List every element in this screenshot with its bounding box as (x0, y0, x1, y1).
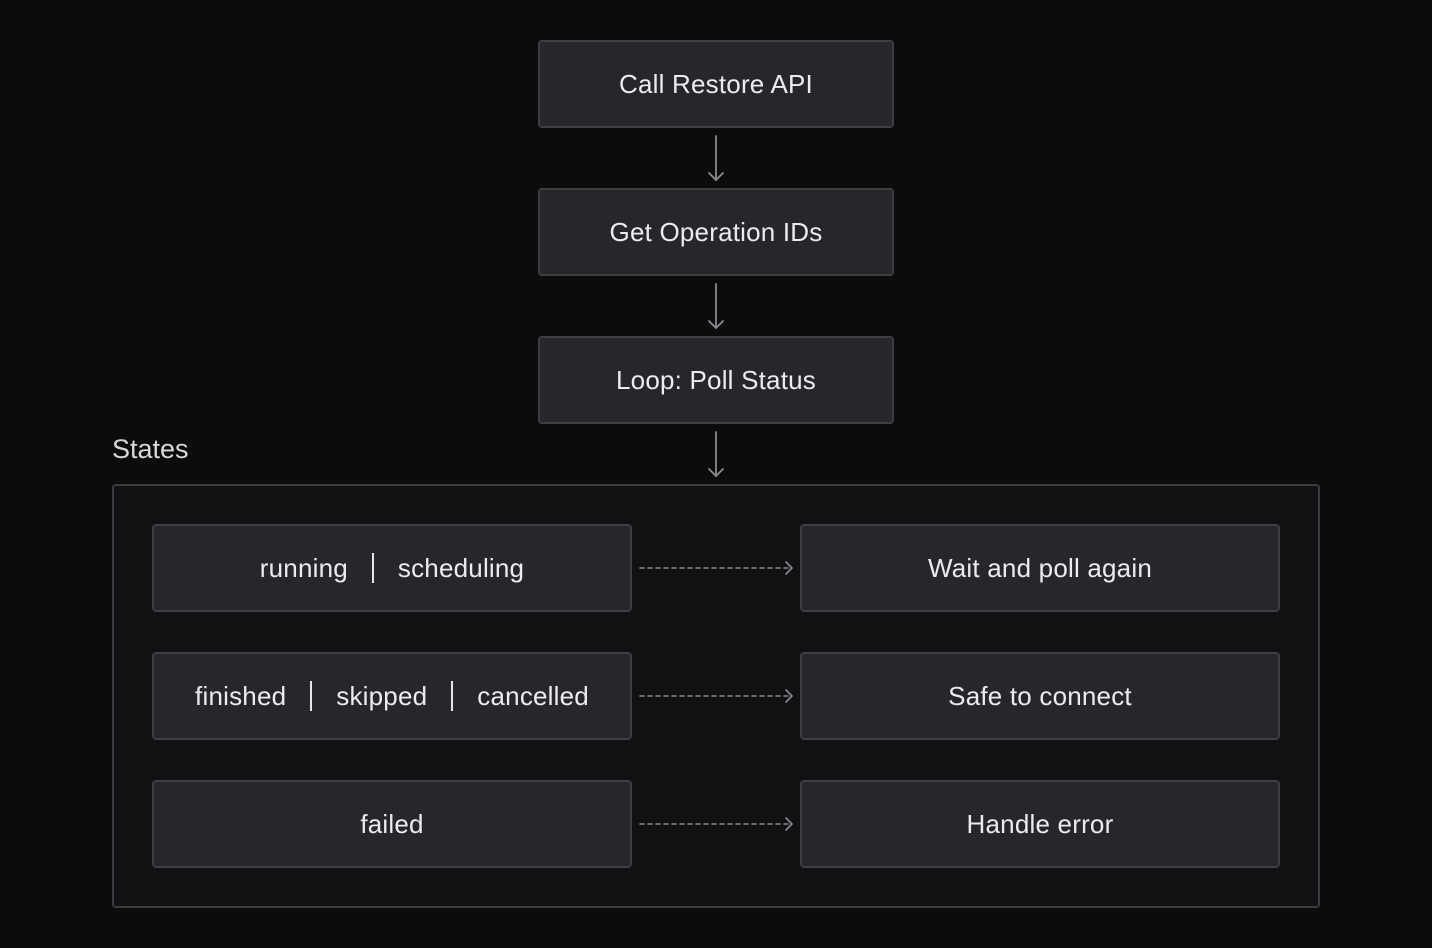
condition-finished: finished (195, 680, 287, 711)
outcome-wait-and-poll-again: Wait and poll again (800, 524, 1280, 612)
outcome-safe-to-connect: Safe to connect (800, 652, 1280, 740)
condition-running: running (259, 552, 348, 583)
condition-separator (371, 553, 374, 583)
state-conditions-finished-skipped-cancelled: finished skipped cancelled (152, 652, 632, 740)
arrow-down-3 (708, 431, 724, 477)
state-conditions-running-scheduling: running scheduling (152, 524, 632, 612)
state-conditions-failed: failed (152, 780, 632, 868)
outcome-handle-error-label: Handle error (966, 808, 1114, 839)
condition-cancelled: cancelled (477, 680, 589, 711)
step-call-restore-api-label: Call Restore API (619, 68, 813, 99)
outcome-wait-label: Wait and poll again (928, 552, 1152, 583)
step-get-operation-ids: Get Operation IDs (538, 188, 894, 276)
outcome-safe-label: Safe to connect (948, 680, 1132, 711)
step-get-operation-ids-label: Get Operation IDs (609, 216, 823, 247)
condition-separator (310, 681, 313, 711)
arrow-down-1 (708, 135, 724, 181)
step-loop-poll-status: Loop: Poll Status (538, 336, 894, 424)
condition-scheduling: scheduling (397, 552, 525, 583)
states-group-title: States (112, 434, 189, 464)
condition-skipped: skipped (336, 680, 428, 711)
condition-separator (451, 681, 454, 711)
step-loop-poll-status-label: Loop: Poll Status (616, 364, 816, 395)
arrow-down-2 (708, 283, 724, 329)
outcome-handle-error: Handle error (800, 780, 1280, 868)
step-call-restore-api: Call Restore API (538, 40, 894, 128)
condition-failed: failed (360, 808, 424, 839)
